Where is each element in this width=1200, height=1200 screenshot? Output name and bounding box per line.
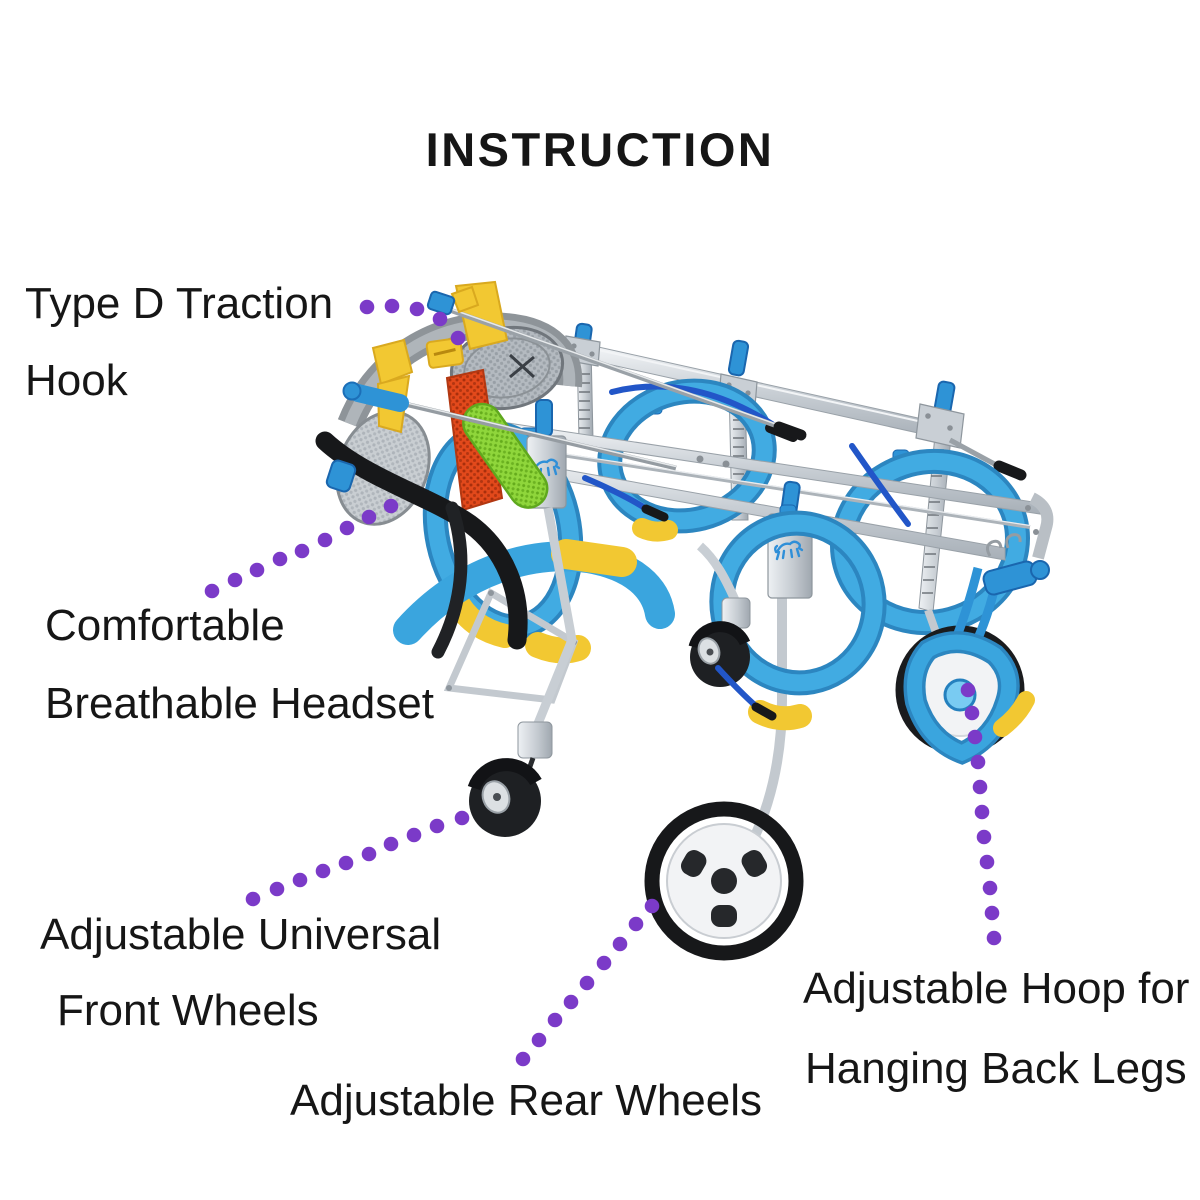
label-line: Hook — [25, 356, 128, 405]
leg-ring-rear-right — [830, 448, 1030, 636]
ruler-marks — [579, 373, 590, 429]
hoop-clamp — [982, 533, 1050, 596]
label-line: Adjustable Rear Wheels — [290, 1076, 763, 1125]
adjustment-rod — [948, 437, 1027, 481]
dot-trail-headset — [204, 498, 399, 599]
stitch-mark-icon — [508, 353, 536, 379]
leg-ring-rear-left — [597, 378, 777, 542]
adjust-knob-icon — [535, 399, 553, 437]
label-line: Breathable Headset — [45, 679, 434, 728]
foam-sleeve — [551, 539, 637, 577]
caster-strut — [532, 507, 577, 728]
foam-sleeve — [993, 691, 1035, 737]
label-line: Adjustable Hoop for — [803, 964, 1190, 1013]
dot-trail-rear-wheels — [515, 898, 660, 1067]
page-title: INSTRUCTION — [425, 123, 775, 176]
s-hook-icon — [985, 539, 1003, 557]
chin-strap — [315, 431, 528, 650]
back-leg-hanging-hoop — [903, 533, 1050, 765]
hook-fitting — [426, 290, 456, 316]
caster-fork — [467, 758, 542, 791]
caster-strut — [696, 542, 740, 602]
traction-rod-upper — [426, 285, 807, 441]
rod-cap — [342, 381, 362, 401]
foam-sleeve — [632, 518, 678, 542]
s-hook-icon — [1005, 533, 1022, 549]
dot-trail-hoop — [960, 682, 1002, 946]
head-harness — [315, 280, 583, 659]
front-caster-left — [467, 507, 577, 837]
adjust-knob-icon — [727, 339, 750, 377]
swivel-mount — [517, 721, 553, 759]
hub-spoke-cutouts — [680, 850, 768, 927]
dog-wheelchair — [315, 280, 1054, 961]
label-line: Comfortable — [45, 601, 285, 650]
yellow-buckle — [425, 337, 464, 369]
label-line: Type D Traction — [25, 279, 334, 328]
rod-grip — [993, 460, 1027, 481]
front-caster-right — [688, 542, 751, 687]
label-line: Adjustable Universal — [40, 910, 442, 959]
label-line: Hanging Back Legs — [805, 1044, 1187, 1093]
yellow-strap — [371, 338, 414, 386]
strap-clip — [325, 459, 357, 493]
label-line: Front Wheels — [57, 986, 319, 1035]
rod-grip — [773, 421, 807, 441]
dot-trail-front-wheels — [245, 810, 470, 907]
deck-right-corner — [1029, 492, 1054, 560]
caster-fork — [688, 621, 751, 649]
main-frame-deck — [464, 420, 1054, 561]
yellow-tab — [450, 285, 480, 314]
dot-trail-traction-hook — [359, 298, 466, 346]
strap-tail — [431, 501, 468, 659]
tire — [644, 801, 804, 961]
blue-sleeve — [349, 384, 409, 412]
traction-rod-lower — [342, 381, 677, 471]
mesh-pad-green — [462, 402, 549, 509]
